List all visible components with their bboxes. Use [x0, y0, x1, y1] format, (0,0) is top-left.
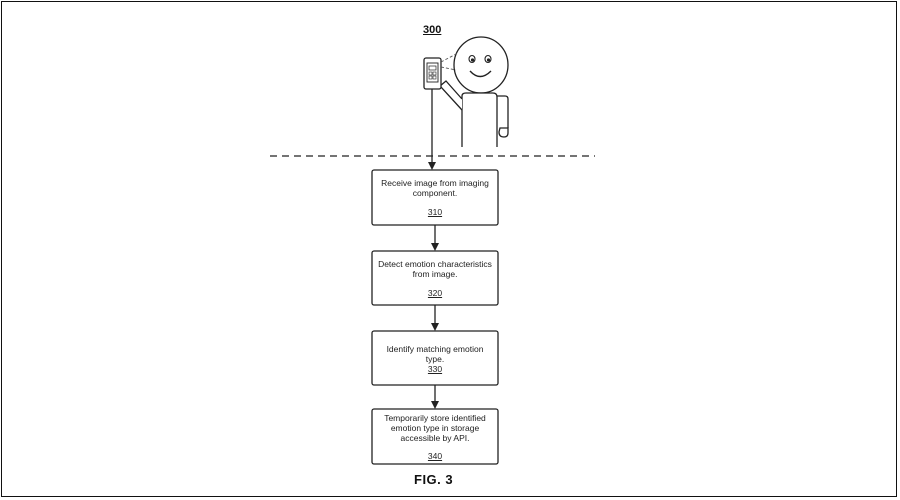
- arrowhead-330: [431, 323, 439, 331]
- arrowhead-340: [431, 401, 439, 409]
- step-text-330: Identify matching emotion type.: [386, 344, 484, 364]
- step-ref-340: 340: [427, 451, 443, 461]
- camera-view-lines: [440, 52, 459, 71]
- step-text-310: Receive image from imaging component.: [381, 178, 489, 198]
- step-text-320: Detect emotion characteristics from imag…: [378, 259, 492, 279]
- arrowhead-310: [428, 162, 436, 170]
- smiling-person-icon: [439, 36, 509, 147]
- arrowhead-320: [431, 243, 439, 251]
- step-text-340: Temporarily store identified emotion typ…: [384, 413, 486, 443]
- figure-number-label: 300: [423, 24, 442, 36]
- figure-caption: FIG. 3: [414, 472, 454, 487]
- step-ref-330: 330: [427, 364, 443, 374]
- step-ref-310: 310: [427, 207, 443, 217]
- step-ref-320: 320: [427, 288, 443, 298]
- mobile-phone-icon: [423, 57, 442, 90]
